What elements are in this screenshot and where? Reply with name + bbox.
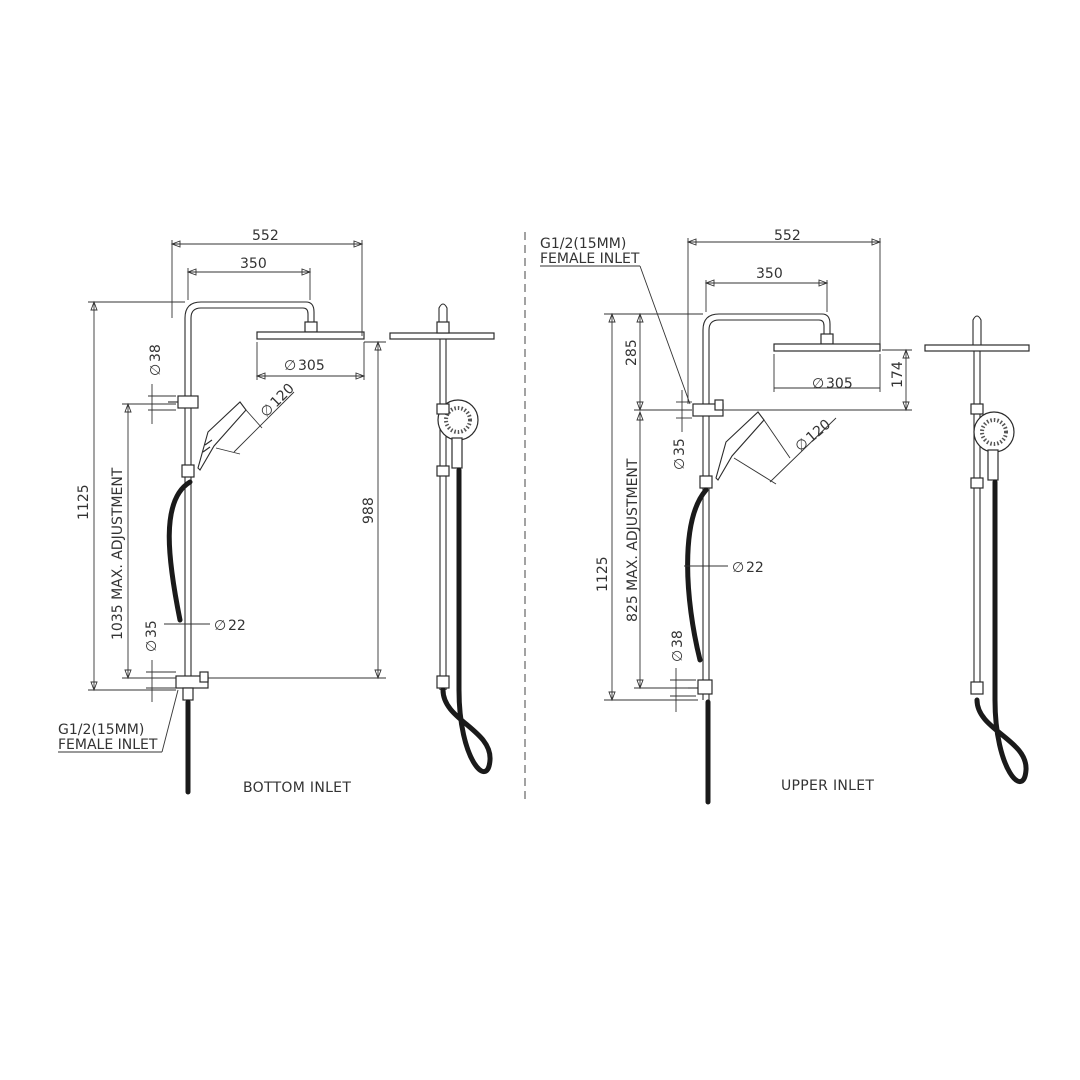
bottom-inlet-side-view [389, 303, 495, 775]
arm-inner [190, 307, 309, 322]
hose [166, 479, 193, 623]
width-total-label-right: 552 [774, 228, 801, 244]
side-hand-handle [451, 437, 463, 469]
inlet-label-line1-right: G1/2(15MM) [540, 236, 626, 252]
dia35-label-right: 35 [672, 438, 688, 456]
upper-inlet-caption: UPPER INLET [781, 778, 874, 794]
upper-bracket [177, 395, 199, 409]
width-arm-label: 350 [240, 256, 267, 272]
height-head-label: 174 [890, 361, 906, 388]
dia38-symbol-right: ∅ [670, 650, 686, 662]
hand-shower [197, 401, 247, 471]
arm-outer [184, 301, 315, 322]
width-total-label: 552 [252, 228, 279, 244]
upper-inlet-side-view [924, 315, 1030, 785]
dia35-symbol: ∅ [144, 640, 160, 652]
dia22-label-right: 22 [746, 560, 764, 576]
bottom-inlet-caption: BOTTOM INLET [243, 780, 351, 796]
inlet-label-line1: G1/2(15MM) [58, 722, 144, 738]
height-upper-label: 285 [624, 339, 640, 366]
dia35-symbol-right: ∅ [672, 458, 688, 470]
hand-diameter-label: 120 [268, 381, 298, 411]
dia38-symbol: ∅ [148, 364, 164, 376]
head-diameter-label: 305 [298, 358, 325, 374]
rain-head-upper [773, 343, 881, 352]
dia35-label: 35 [144, 620, 160, 638]
inlet-label-line2-right: FEMALE INLET [540, 251, 640, 267]
upper-inlet-front-view: 552 350 ∅ 305 174 ∅ 120 ∅ 35 ∅ 22 [540, 228, 912, 805]
hand-diameter-label-right: 120 [803, 417, 834, 446]
bottom-inlet-front-view: 552 350 ∅ 305 ∅ 120 ∅ 38 ∅ 35 ∅ 22 [58, 228, 386, 796]
head-connector [304, 321, 318, 333]
adjustment-label-right: 825 MAX. ADJUSTMENT [625, 458, 641, 622]
head-diameter-symbol-right: ∅ [812, 376, 824, 392]
head-diameter-symbol: ∅ [284, 358, 296, 374]
shower-holder [181, 464, 195, 478]
dia22-symbol: ∅ [214, 618, 226, 634]
dia38-label-right: 38 [670, 630, 686, 648]
adjustment-label: 1035 MAX. ADJUSTMENT [110, 467, 126, 640]
head-diameter-label-right: 305 [826, 376, 853, 392]
width-arm-label-right: 350 [756, 266, 783, 282]
inlet-label-line2: FEMALE INLET [58, 737, 158, 753]
dia38-label: 38 [148, 344, 164, 362]
dia22-label: 22 [228, 618, 246, 634]
side-hose [440, 467, 493, 775]
rain-head [256, 331, 365, 340]
height-total-label: 1125 [76, 484, 92, 520]
height-rail-label: 988 [361, 497, 377, 524]
height-total-label-right: 1125 [595, 556, 611, 592]
side-rain-head [389, 332, 495, 340]
dia22-symbol-right: ∅ [732, 560, 744, 576]
